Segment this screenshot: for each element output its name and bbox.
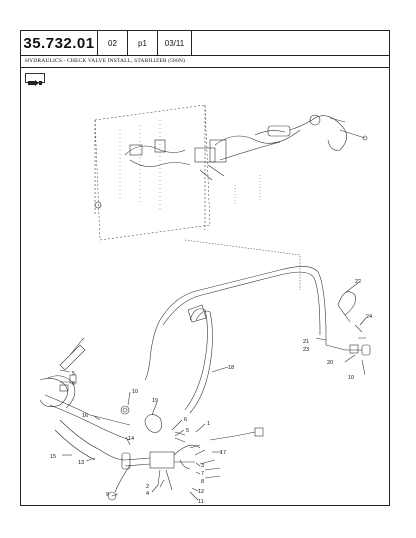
callout-5-left: 5 <box>72 371 75 377</box>
callout-21: 21 <box>303 339 309 345</box>
callout-20: 20 <box>327 360 333 366</box>
callout-6: 6 <box>184 417 187 423</box>
callout-24: 24 <box>366 314 372 320</box>
page-cell: p1 <box>128 31 158 55</box>
drawing-title: HYDRAULICS - CHECK VALVE INSTALL, STABIL… <box>21 55 389 68</box>
header-row: 35.732.01 02 p1 03/11 <box>21 31 389 56</box>
callout-3: 3 <box>201 463 204 469</box>
callout-labels: 22 24 21 23 20 10 18 5 6 10 19 6 5 1 16 … <box>50 279 372 505</box>
callout-1: 1 <box>207 421 210 427</box>
callout-9: 9 <box>106 492 109 498</box>
drawing-frame: 35.732.01 02 p1 03/11 HYDRAULICS - CHECK… <box>20 30 390 506</box>
callout-14: 14 <box>128 436 134 442</box>
callout-23: 23 <box>303 347 309 353</box>
callout-15: 15 <box>50 454 56 460</box>
tractor-arrow-icon <box>25 73 45 86</box>
callout-16: 16 <box>82 413 88 419</box>
callout-2: 2 <box>146 484 149 490</box>
callout-13: 13 <box>78 460 84 466</box>
callout-22: 22 <box>355 279 361 285</box>
callout-6-left: 6 <box>72 381 75 387</box>
code-cell: 02 <box>98 31 128 55</box>
callout-8: 8 <box>201 479 204 485</box>
callout-7: 7 <box>201 471 204 477</box>
date-cell: 03/11 <box>158 31 192 55</box>
callout-18: 18 <box>228 365 234 371</box>
section-number: 35.732.01 <box>21 31 98 55</box>
callout-19: 19 <box>152 398 158 404</box>
callout-4: 4 <box>146 491 149 497</box>
callout-11: 11 <box>198 499 204 505</box>
callout-10: 10 <box>132 389 138 395</box>
callout-17: 17 <box>220 450 226 456</box>
callout-12: 12 <box>198 489 204 495</box>
callout-5: 5 <box>186 428 189 434</box>
callout-10-right: 10 <box>348 375 354 381</box>
